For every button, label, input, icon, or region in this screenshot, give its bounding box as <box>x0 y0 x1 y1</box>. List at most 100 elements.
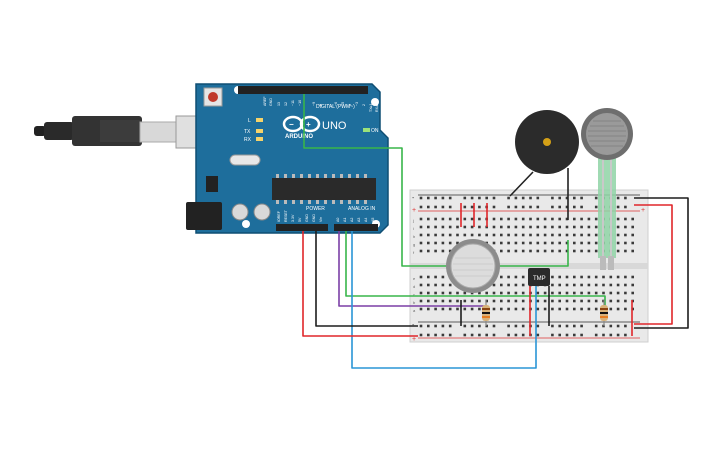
breadboard-hole[interactable] <box>514 241 518 245</box>
breadboard-hole[interactable] <box>616 275 620 279</box>
resistor[interactable] <box>600 300 608 326</box>
breadboard-hole[interactable] <box>434 249 437 253</box>
breadboard-hole[interactable] <box>514 299 518 303</box>
breadboard-hole[interactable] <box>551 299 554 303</box>
breadboard-hole[interactable] <box>558 333 561 337</box>
breadboard-hole[interactable] <box>543 249 547 253</box>
breadboard-hole[interactable] <box>609 291 613 295</box>
breadboard-hole[interactable] <box>434 196 437 200</box>
breadboard-hole[interactable] <box>470 225 474 229</box>
breadboard-hole[interactable] <box>529 196 532 200</box>
breadboard-hole[interactable] <box>448 233 452 237</box>
breadboard-hole[interactable] <box>521 333 525 337</box>
breadboard-hole[interactable] <box>551 241 554 245</box>
breadboard-hole[interactable] <box>558 249 561 253</box>
breadboard-hole[interactable] <box>543 299 547 303</box>
breadboard-hole[interactable] <box>536 333 540 337</box>
breadboard-hole[interactable] <box>580 283 583 287</box>
breadboard-hole[interactable] <box>448 291 452 295</box>
breadboard-hole[interactable] <box>456 233 459 237</box>
breadboard-hole[interactable] <box>573 249 576 253</box>
breadboard-hole[interactable] <box>616 233 620 237</box>
breadboard-hole[interactable] <box>434 307 437 311</box>
breadboard-hole[interactable] <box>434 333 437 337</box>
breadboard-hole[interactable] <box>427 275 430 279</box>
piezo-buzzer[interactable] <box>515 110 579 174</box>
breadboard-hole[interactable] <box>624 205 627 209</box>
breadboard-hole[interactable] <box>500 217 503 221</box>
breadboard-hole[interactable] <box>624 275 627 279</box>
breadboard-hole[interactable] <box>529 225 532 229</box>
breadboard-hole[interactable] <box>624 324 627 328</box>
breadboard-hole[interactable] <box>434 205 437 209</box>
breadboard-hole[interactable] <box>500 291 503 295</box>
breadboard-hole[interactable] <box>427 307 430 311</box>
breadboard-hole[interactable] <box>500 307 503 311</box>
breadboard-hole[interactable] <box>514 307 518 311</box>
breadboard-hole[interactable] <box>521 307 525 311</box>
breadboard-hole[interactable] <box>419 205 423 209</box>
breadboard-hole[interactable] <box>529 249 532 253</box>
breadboard-hole[interactable] <box>587 307 591 311</box>
breadboard-hole[interactable] <box>478 217 481 221</box>
breadboard-hole[interactable] <box>631 241 634 245</box>
breadboard-hole[interactable] <box>507 233 510 237</box>
breadboard-hole[interactable] <box>492 283 496 287</box>
breadboard-hole[interactable] <box>419 233 423 237</box>
breadboard-hole[interactable] <box>448 283 452 287</box>
breadboard-hole[interactable] <box>441 307 445 311</box>
breadboard-hole[interactable] <box>478 225 481 229</box>
breadboard-hole[interactable] <box>463 196 467 200</box>
breadboard-hole[interactable] <box>565 205 569 209</box>
breadboard-hole[interactable] <box>565 249 569 253</box>
breadboard-hole[interactable] <box>434 241 437 245</box>
breadboard-hole[interactable] <box>587 217 591 221</box>
breadboard-hole[interactable] <box>624 299 627 303</box>
breadboard-hole[interactable] <box>514 225 518 229</box>
breadboard-hole[interactable] <box>624 233 627 237</box>
breadboard-hole[interactable] <box>478 333 481 337</box>
breadboard-hole[interactable] <box>441 291 445 295</box>
breadboard-hole[interactable] <box>492 241 496 245</box>
breadboard-hole[interactable] <box>441 217 445 221</box>
breadboard-hole[interactable] <box>565 324 569 328</box>
breadboard-hole[interactable] <box>521 233 525 237</box>
breadboard-hole[interactable] <box>463 291 467 295</box>
breadboard-hole[interactable] <box>434 299 437 303</box>
breadboard-hole[interactable] <box>485 233 488 237</box>
breadboard-hole[interactable] <box>419 275 423 279</box>
breadboard-hole[interactable] <box>558 299 561 303</box>
breadboard-hole[interactable] <box>507 196 510 200</box>
breadboard-hole[interactable] <box>573 291 576 295</box>
breadboard-hole[interactable] <box>456 291 459 295</box>
breadboard-hole[interactable] <box>478 291 481 295</box>
breadboard-hole[interactable] <box>514 275 518 279</box>
breadboard-hole[interactable] <box>536 241 540 245</box>
breadboard-hole[interactable] <box>602 333 605 337</box>
breadboard-hole[interactable] <box>492 324 496 328</box>
breadboard-hole[interactable] <box>521 241 525 245</box>
breadboard-hole[interactable] <box>573 307 576 311</box>
breadboard-hole[interactable] <box>631 283 634 287</box>
breadboard-hole[interactable] <box>470 233 474 237</box>
breadboard-hole[interactable] <box>609 299 613 303</box>
breadboard-hole[interactable] <box>616 241 620 245</box>
breadboard-hole[interactable] <box>587 233 591 237</box>
breadboard-hole[interactable] <box>587 291 591 295</box>
breadboard-hole[interactable] <box>456 225 459 229</box>
breadboard-hole[interactable] <box>521 225 525 229</box>
breadboard-hole[interactable] <box>427 249 430 253</box>
breadboard-hole[interactable] <box>551 275 554 279</box>
breadboard-hole[interactable] <box>456 241 459 245</box>
breadboard-hole[interactable] <box>419 241 423 245</box>
breadboard-hole[interactable] <box>594 283 598 287</box>
breadboard-hole[interactable] <box>427 217 430 221</box>
breadboard-hole[interactable] <box>551 217 554 221</box>
breadboard-hole[interactable] <box>624 283 627 287</box>
breadboard-hole[interactable] <box>427 233 430 237</box>
breadboard-hole[interactable] <box>594 217 598 221</box>
breadboard-hole[interactable] <box>609 333 613 337</box>
wire-black[interactable] <box>634 197 689 329</box>
breadboard-hole[interactable] <box>507 333 510 337</box>
breadboard-hole[interactable] <box>616 291 620 295</box>
